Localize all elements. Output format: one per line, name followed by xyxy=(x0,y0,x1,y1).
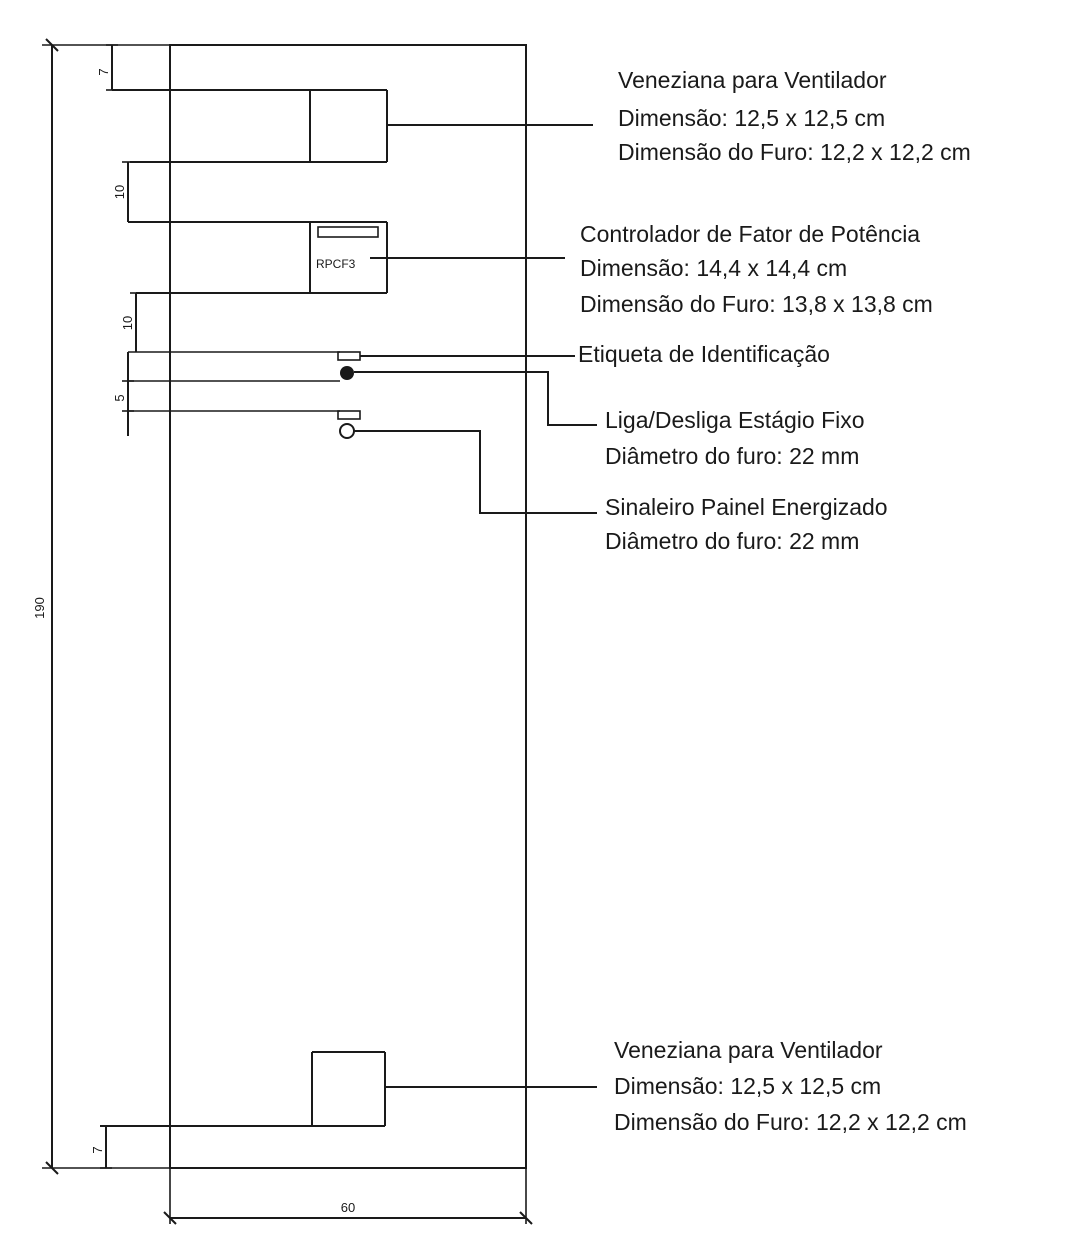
controller-display xyxy=(317,226,379,238)
controller: RPCF3 xyxy=(128,221,565,294)
switch-symbol xyxy=(340,366,597,426)
id-label-symbol xyxy=(337,351,575,361)
bottom-margin-value: 7 xyxy=(90,1146,105,1153)
indicator-hole: Diâmetro do furo: 22 mm xyxy=(605,528,859,554)
vent-top-hole: Dimensão do Furo: 12,2 x 12,2 cm xyxy=(618,139,971,165)
controller-hole: Dimensão do Furo: 13,8 x 13,8 cm xyxy=(580,291,933,317)
bottom-margin-dimension: 7 xyxy=(90,1126,112,1169)
vent-top-title: Veneziana para Ventilador xyxy=(618,67,887,93)
switch-title: Liga/Desliga Estágio Fixo xyxy=(605,407,865,433)
width-dimension: 60 xyxy=(163,1168,533,1225)
gap-controller-label-value: 10 xyxy=(120,316,135,330)
gap-vent-controller-value: 10 xyxy=(112,185,127,199)
vent-top xyxy=(112,89,593,163)
gap-vent-controller-dimension: 10 xyxy=(112,161,134,222)
annotation-indicator: Sinaleiro Painel Energizado Diâmetro do … xyxy=(605,494,888,554)
indicator-symbol xyxy=(337,410,597,514)
vent-top-size: Dimensão: 12,5 x 12,5 cm xyxy=(618,105,885,131)
total-height-value: 190 xyxy=(32,597,47,619)
switch-gap-value: 5 xyxy=(112,394,127,401)
gap-controller-label-dimension: 10 xyxy=(120,292,142,352)
top-margin-value: 7 xyxy=(96,68,111,75)
top-margin-dimension: 7 xyxy=(96,44,118,91)
total-height-dimension: 190 xyxy=(32,38,350,1175)
vent-bottom-size: Dimensão: 12,5 x 12,5 cm xyxy=(614,1073,881,1099)
annotation-vent-top: Veneziana para Ventilador Dimensão: 12,5… xyxy=(618,67,971,165)
annotation-vent-bottom: Veneziana para Ventilador Dimensão: 12,5… xyxy=(614,1037,967,1135)
vent-bottom xyxy=(100,1051,597,1127)
switch-gap-dimension: 5 xyxy=(112,351,340,436)
vent-bottom-title: Veneziana para Ventilador xyxy=(614,1037,883,1063)
controller-tag: RPCF3 xyxy=(316,257,356,271)
panel-outline xyxy=(169,44,527,1169)
annotation-switch: Liga/Desliga Estágio Fixo Diâmetro do fu… xyxy=(605,407,865,469)
id-label-title: Etiqueta de Identificação xyxy=(578,341,830,367)
controller-title: Controlador de Fator de Potência xyxy=(580,221,920,247)
annotation-controller: Controlador de Fator de Potência Dimensã… xyxy=(580,221,933,317)
controller-size: Dimensão: 14,4 x 14,4 cm xyxy=(580,255,847,281)
indicator-title: Sinaleiro Painel Energizado xyxy=(605,494,888,520)
vent-bottom-hole: Dimensão do Furo: 12,2 x 12,2 cm xyxy=(614,1109,967,1135)
width-value: 60 xyxy=(341,1200,355,1215)
annotation-id-label: Etiqueta de Identificação xyxy=(578,341,830,367)
switch-hole: Diâmetro do furo: 22 mm xyxy=(605,443,859,469)
